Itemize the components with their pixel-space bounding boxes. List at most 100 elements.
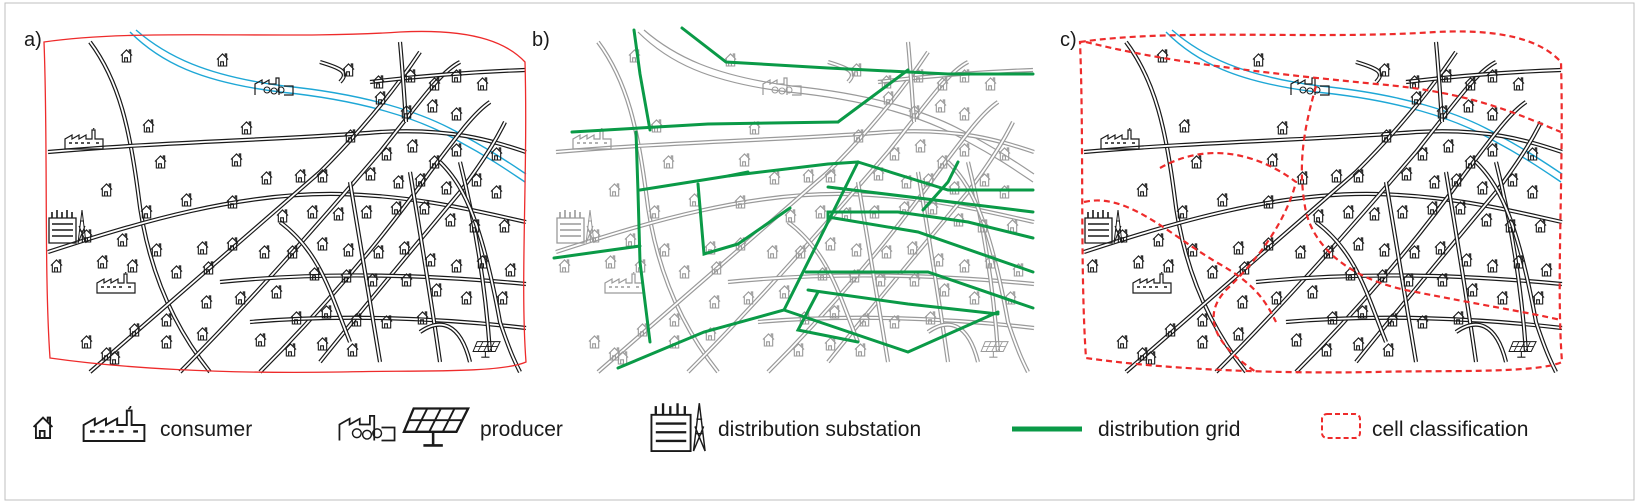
house-icon (1196, 335, 1209, 349)
house-icon (1156, 49, 1169, 63)
house-icon (624, 233, 637, 247)
house-icon (724, 53, 737, 67)
road-inner (947, 161, 1029, 373)
house-icon (126, 259, 139, 273)
house-icon (658, 243, 671, 257)
substation-icon (556, 209, 595, 244)
panel-a: a) (24, 29, 527, 374)
road (1355, 59, 1382, 84)
legend-producer-label: producer (480, 418, 563, 441)
house-icon (934, 99, 947, 113)
house-icon (1486, 143, 1499, 157)
house-icon (1312, 209, 1325, 223)
house-icon (498, 219, 511, 233)
river-bank (1171, 29, 1563, 175)
house-icon (240, 121, 253, 135)
factory-icon (1132, 272, 1172, 294)
house-icon (160, 335, 173, 349)
house-icon (1232, 327, 1245, 341)
house-icon (1526, 185, 1539, 199)
house-icon (1368, 207, 1381, 221)
house-icon (1486, 259, 1499, 273)
house-icon (80, 335, 93, 349)
house-icon (306, 205, 319, 219)
map-base-a (47, 29, 527, 374)
river-bank (129, 31, 526, 183)
legend-consumer: consumer (32, 406, 252, 443)
house-icon (1434, 241, 1447, 255)
house-icon (932, 253, 945, 267)
house-icon (738, 153, 751, 167)
house-icon (426, 99, 439, 113)
house-icon (316, 237, 329, 251)
house-icon (958, 143, 971, 157)
legend-grid-label: distribution grid (1098, 418, 1240, 441)
house-icon (588, 335, 601, 349)
house-icon (1162, 259, 1175, 273)
house-icon (558, 259, 571, 273)
road-inner (279, 221, 351, 343)
house-icon (260, 171, 273, 185)
house-icon (1294, 245, 1307, 259)
house-icon (1476, 181, 1489, 195)
house-icon (824, 337, 837, 351)
house-icon (1466, 283, 1479, 297)
road-inner (47, 130, 527, 153)
panel-c: c) (1060, 29, 1564, 374)
road-inner (369, 69, 526, 83)
road-inner (1083, 130, 1563, 153)
road-inner (319, 61, 345, 83)
house-icon (418, 201, 431, 215)
house-icon (958, 259, 971, 273)
solar-panel-icon (402, 407, 470, 447)
road (278, 220, 352, 343)
legend-grid: distribution grid (1012, 418, 1240, 441)
house-icon (766, 245, 779, 259)
house-icon (258, 245, 271, 259)
legend-substation: distribution substation (650, 402, 921, 453)
house-icon (230, 153, 243, 167)
road-inner (1125, 51, 1457, 373)
legend-consumer-label: consumer (160, 418, 252, 441)
house-icon (1454, 201, 1467, 215)
house-icon (768, 171, 781, 185)
legend-substation-label: distribution substation (718, 418, 921, 441)
house-icon (504, 263, 517, 277)
house-icon (444, 213, 457, 227)
house-icon (1086, 259, 1099, 273)
house-icon (276, 209, 289, 223)
solar-panel-icon (472, 341, 501, 358)
road-inner (459, 161, 491, 353)
house-icon (998, 147, 1011, 161)
distribution-grid-lines (552, 26, 1035, 370)
house-icon (1152, 233, 1165, 247)
road-inner (1495, 161, 1527, 353)
house-icon (1196, 313, 1209, 327)
house-icon (460, 291, 473, 305)
house-icon (1342, 205, 1355, 219)
house-icon (1178, 119, 1191, 133)
house-icon (1352, 237, 1365, 251)
house-icon (216, 53, 229, 67)
substation-icon (1084, 209, 1123, 244)
house-icon (1132, 255, 1145, 269)
house-icon (1236, 295, 1249, 309)
house-icon (1540, 263, 1553, 277)
house-icon (778, 285, 791, 299)
road-inner (1315, 221, 1387, 343)
waste-plant-icon (338, 414, 396, 442)
house-icon (398, 241, 411, 255)
road-inner (1475, 161, 1557, 373)
house-icon (914, 139, 927, 153)
map-base-c (1083, 29, 1563, 374)
house-icon (140, 205, 153, 219)
road-inner (1445, 171, 1477, 363)
district-boundary (43, 30, 527, 374)
house-icon (850, 243, 863, 257)
house-icon (678, 265, 691, 279)
house-icon (1136, 183, 1149, 197)
house-icon (1352, 337, 1365, 351)
road (827, 59, 854, 84)
house-icon (440, 181, 453, 195)
house-icon (1460, 253, 1473, 267)
